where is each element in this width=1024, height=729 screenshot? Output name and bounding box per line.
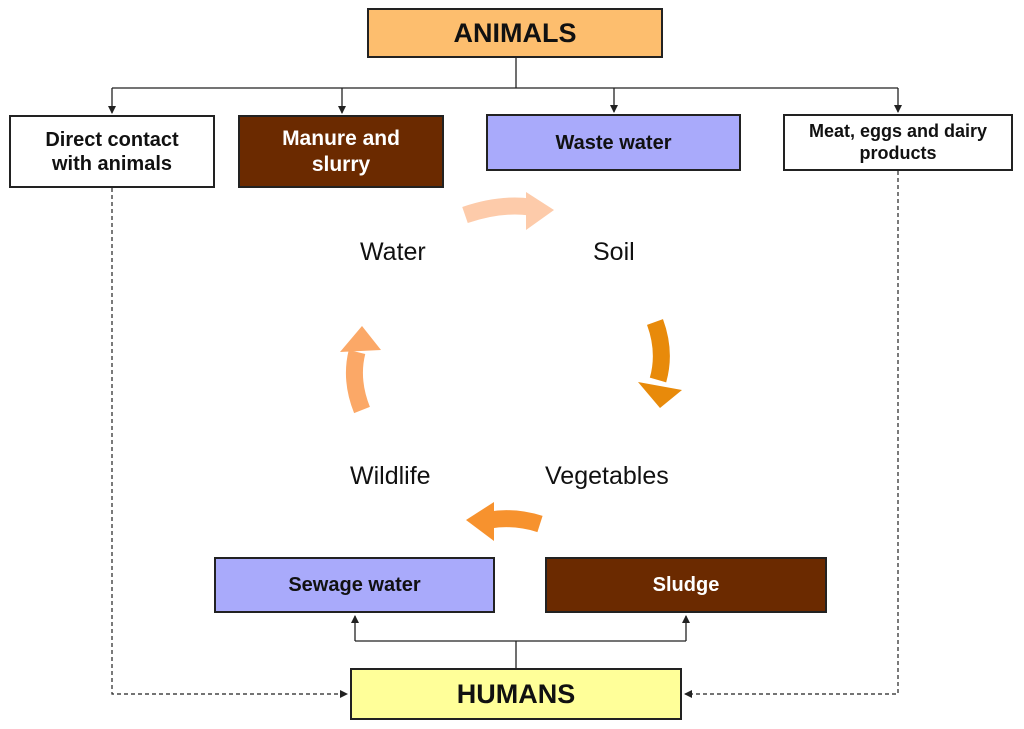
manure-box: Manure and slurry (238, 115, 444, 188)
direct-contact-label-line-1: Direct contact (45, 128, 179, 151)
manure-label-line-2: slurry (311, 152, 371, 176)
dashed-meat-to-humans (684, 171, 899, 698)
manure-label-line-1: Manure and (282, 127, 400, 151)
cycle-label-water: Water (360, 238, 426, 266)
sewage-water-label: Sewage water (288, 574, 421, 596)
waste-water-box: Waste water (486, 114, 741, 171)
sludge-box: Sludge (545, 557, 827, 613)
curved-arrow-water-to-soil (462, 192, 554, 230)
humans-connectors (351, 615, 690, 668)
sewage-water-box: Sewage water (214, 557, 495, 613)
animals-connectors (108, 58, 902, 114)
animals-box: ANIMALS (367, 8, 663, 58)
curved-arrow-soil-to-vegetables (638, 319, 682, 408)
animals-label: ANIMALS (453, 17, 577, 48)
cycle-label-vegetables: Vegetables (545, 462, 669, 490)
humans-box: HUMANS (350, 668, 682, 720)
cycle-arrows (340, 192, 682, 541)
direct-contact-box: Direct contact with animals (9, 115, 215, 188)
meat-eggs-dairy-box: Meat, eggs and dairy products (783, 114, 1013, 171)
meat-label-line-1: Meat, eggs and dairy (808, 120, 988, 141)
cycle-label-soil: Soil (593, 238, 635, 266)
curved-arrow-wildlife-to-water (340, 326, 381, 414)
waste-water-label: Waste water (555, 131, 672, 154)
sludge-label: Sludge (652, 574, 720, 596)
dashed-connectors (111, 171, 899, 698)
humans-label: HUMANS (456, 678, 576, 709)
cycle-label-wildlife: Wildlife (350, 462, 431, 490)
dashed-direct-to-humans (111, 188, 348, 698)
meat-label-line-2: products (859, 142, 937, 163)
curved-arrow-vegetables-to-wildlife (466, 502, 543, 541)
direct-contact-label-line-2: with animals (51, 152, 173, 175)
